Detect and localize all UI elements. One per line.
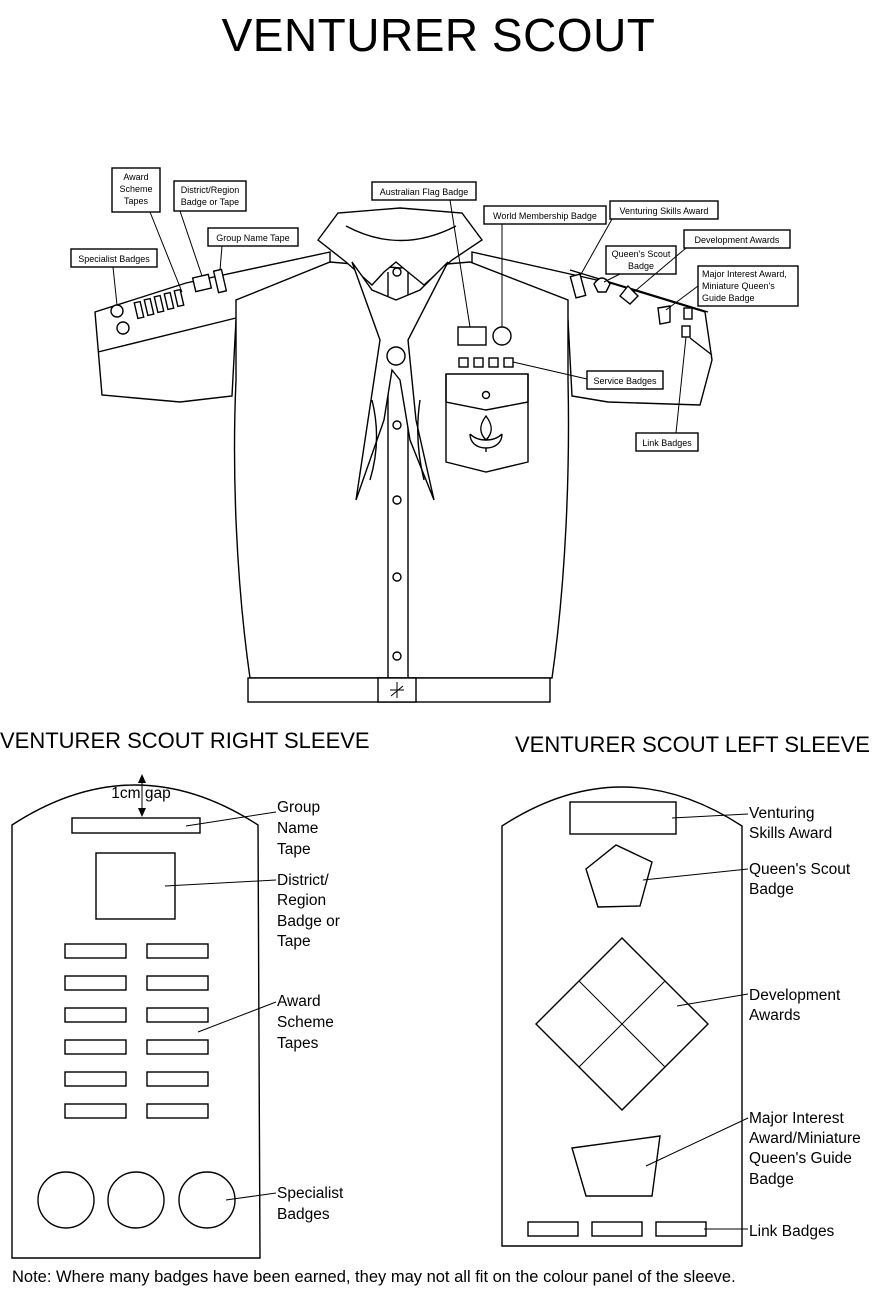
- label-award-scheme-tapes-text: Award: [123, 172, 148, 182]
- svg-text:Tapes: Tapes: [277, 1035, 319, 1052]
- svg-text:Link Badges: Link Badges: [642, 438, 692, 448]
- label-major-interest: [697, 265, 799, 307]
- shirt-collar: [317, 207, 484, 286]
- left-sleeve-panel: [501, 786, 743, 1247]
- svg-text:Region: Region: [277, 892, 326, 909]
- footnote: Note: Where many badges have been earned…: [12, 1268, 736, 1286]
- ls-major-interest-badge: [571, 1135, 661, 1197]
- rs-specialist-badges: [37, 1171, 236, 1229]
- label-queens-scout: [605, 245, 677, 275]
- svg-text:Badge: Badge: [628, 261, 654, 271]
- svg-text:Scheme: Scheme: [277, 1014, 334, 1031]
- label-group-name-tape: [207, 227, 299, 247]
- service-badges: [458, 357, 514, 368]
- svg-text:Badge or: Badge or: [277, 913, 340, 930]
- label-world-membership: [483, 205, 607, 225]
- arrow-down-icon: [138, 808, 146, 817]
- shirt-specialist-badge: [110, 304, 124, 318]
- shirt-link-badge: [683, 307, 693, 320]
- svg-text:Tape: Tape: [277, 933, 311, 950]
- shirt-buttons: [392, 267, 402, 661]
- shirt-illustration: [94, 207, 713, 703]
- ls-label-link-badges: Link Badges: [749, 1223, 835, 1240]
- rs-label-group-name-tape: Group: [277, 799, 320, 816]
- label-link-badges: [635, 432, 699, 452]
- right-sleeve-heading: VENTURER SCOUT RIGHT SLEEVE: [0, 728, 370, 753]
- label-specialist-badges: [70, 248, 158, 268]
- ls-venturing-skills-award: [569, 801, 677, 835]
- shirt-major-interest-badge: [657, 305, 671, 325]
- rs-district-badge: [95, 852, 176, 920]
- australian-flag-badge: [457, 326, 487, 346]
- arrow-up-icon: [138, 774, 146, 783]
- rs-label-specialist-badges: Specialist: [277, 1185, 344, 1202]
- label-service-badges: [586, 370, 664, 390]
- sleeve-band-line: [97, 317, 237, 353]
- left-sleeve-heading: VENTURER SCOUT LEFT SLEEVE: [515, 732, 870, 757]
- svg-text:Name: Name: [277, 820, 318, 837]
- svg-text:Tape: Tape: [277, 841, 311, 858]
- svg-text:Specialist Badges: Specialist Badges: [78, 254, 150, 264]
- hem-emblem-icon: [390, 682, 404, 698]
- label-district-region-text: District/Region: [181, 185, 240, 195]
- shirt-award-scheme-tapes: [133, 288, 185, 320]
- svg-text:Queen's Guide: Queen's Guide: [749, 1150, 852, 1167]
- ls-label-venturing-skills: Venturing: [749, 805, 815, 822]
- page-title: VENTURER SCOUT: [221, 9, 656, 61]
- label-district-region: [173, 180, 247, 212]
- right-sleeve-diagram: 1cm gap Group Name Tape District/ Region…: [11, 774, 344, 1259]
- svg-text:Scheme: Scheme: [119, 184, 152, 194]
- shirt-torso: [233, 261, 570, 679]
- label-australian-flag: [371, 181, 477, 201]
- rs-group-name-tape: [71, 817, 201, 834]
- sleeve-band-line-left: [569, 269, 709, 313]
- gap-label: 1cm gap: [111, 785, 170, 802]
- fleur-de-lis-icon: [469, 414, 503, 452]
- shirt-development-awards: [619, 284, 639, 305]
- rs-label-district-region: District/: [277, 872, 329, 889]
- label-development-awards: [683, 229, 791, 249]
- rs-label-award-scheme-tapes: Award: [277, 993, 321, 1010]
- left-sleeve-diagram: Venturing Skills Award Queen's Scout Bad…: [501, 786, 861, 1247]
- svg-text:Awards: Awards: [749, 1007, 801, 1024]
- rs-award-scheme-tapes: [64, 943, 209, 1119]
- svg-text:Miniature Queen's: Miniature Queen's: [702, 281, 775, 291]
- shirt-labels: Award Scheme Tapes District/Region Badge…: [70, 167, 799, 452]
- svg-text:Badge: Badge: [749, 1171, 794, 1188]
- ls-link-badges: [527, 1221, 707, 1237]
- label-venturing-skills: [609, 200, 719, 220]
- svg-text:Group Name Tape: Group Name Tape: [216, 233, 289, 243]
- shirt-district-badge: [191, 273, 213, 293]
- svg-text:Award/Miniature: Award/Miniature: [749, 1130, 861, 1147]
- svg-text:Guide Badge: Guide Badge: [702, 293, 755, 303]
- svg-text:Australian Flag Badge: Australian Flag Badge: [380, 187, 469, 197]
- svg-text:Development Awards: Development Awards: [695, 235, 780, 245]
- ls-queens-scout-badge: [585, 844, 653, 908]
- svg-text:Tapes: Tapes: [124, 196, 149, 206]
- svg-text:Badge: Badge: [749, 881, 794, 898]
- svg-text:Service Badges: Service Badges: [593, 376, 657, 386]
- svg-text:Badges: Badges: [277, 1206, 330, 1223]
- svg-text:Major Interest Award,: Major Interest Award,: [702, 269, 787, 279]
- right-sleeve-panel: [11, 784, 261, 1259]
- ls-development-awards: [535, 937, 709, 1111]
- label-award-scheme-tapes: [111, 167, 161, 213]
- shirt-venturing-skills-award: [569, 273, 587, 299]
- svg-text:World Membership Badge: World Membership Badge: [493, 211, 597, 221]
- shirt-pocket: [445, 373, 529, 473]
- svg-text:Badge or Tape: Badge or Tape: [181, 197, 239, 207]
- svg-text:Venturing Skills Award: Venturing Skills Award: [620, 206, 709, 216]
- ls-label-development-awards: Development: [749, 987, 841, 1004]
- woggle: [386, 346, 406, 366]
- world-membership-badge: [492, 326, 512, 346]
- svg-text:Queen's Scout: Queen's Scout: [612, 249, 671, 259]
- shirt-group-name-tape: [212, 268, 228, 294]
- ls-label-queens-scout: Queen's Scout: [749, 861, 851, 878]
- svg-text:Skills Award: Skills Award: [749, 825, 832, 842]
- ls-label-major-interest: Major Interest: [749, 1110, 844, 1127]
